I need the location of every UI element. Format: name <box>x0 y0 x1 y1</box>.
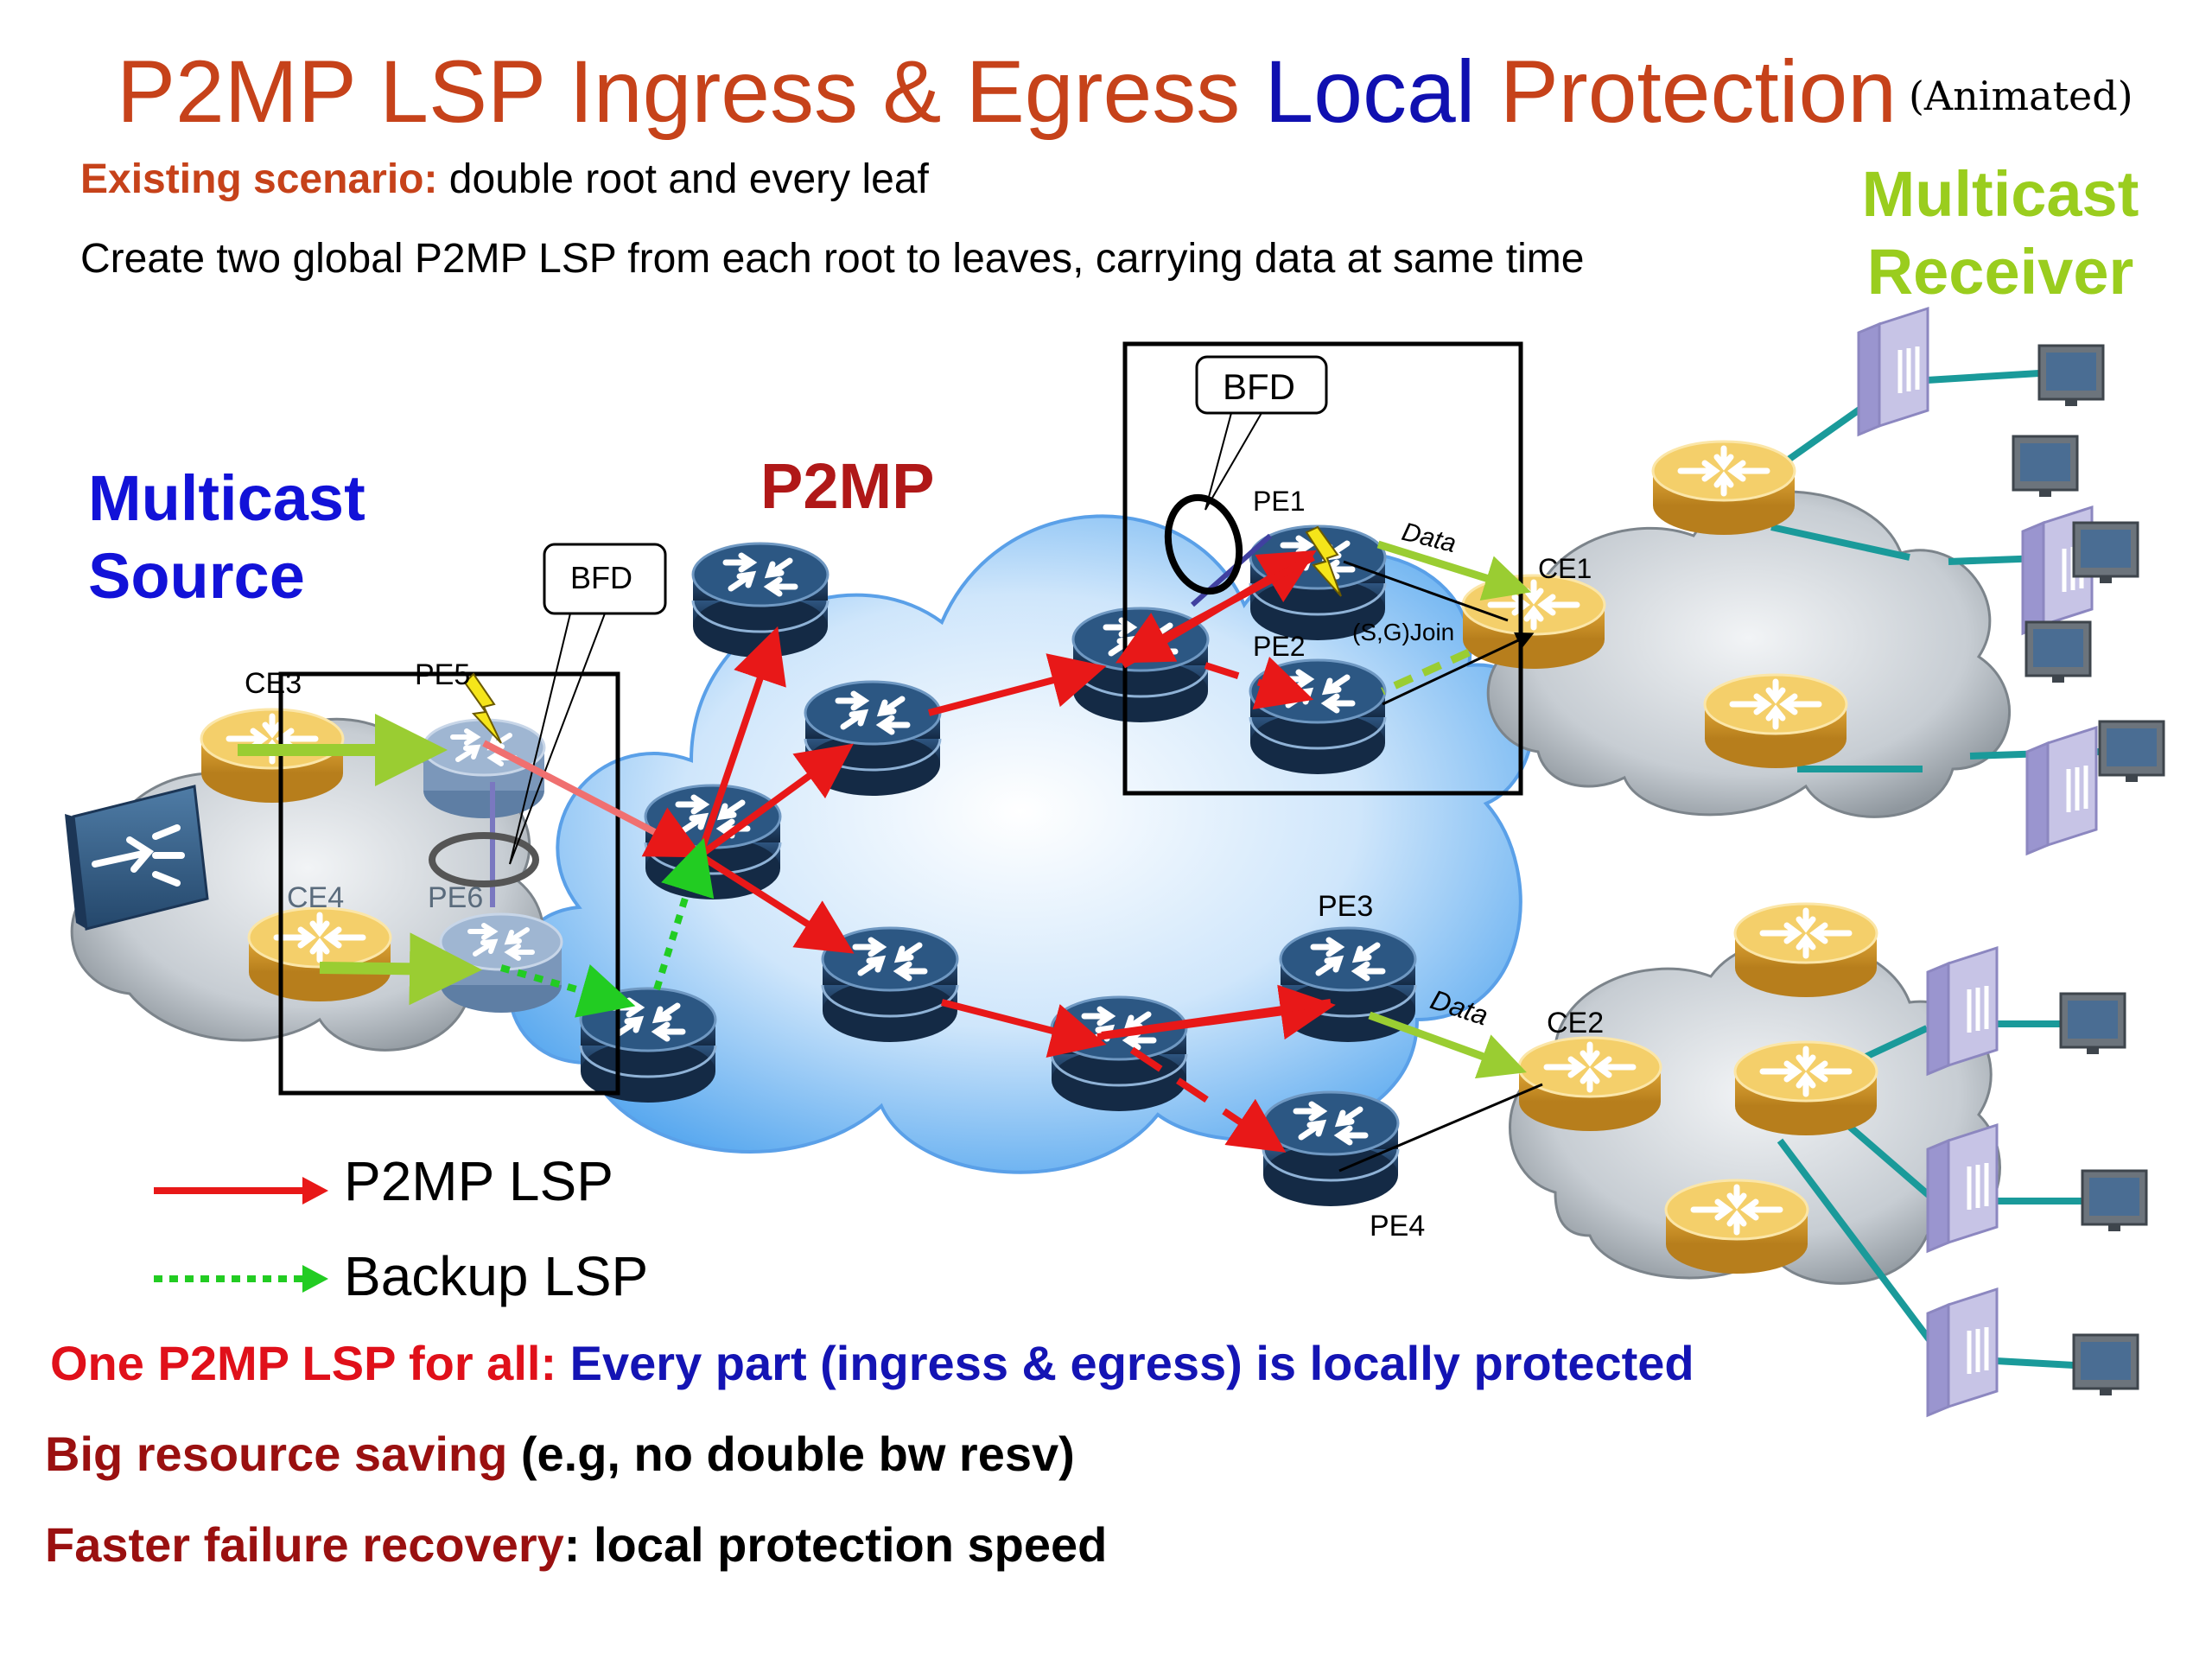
receiver-switch-6 <box>1928 1289 1997 1415</box>
bfd-label-ingress: BFD <box>570 560 632 595</box>
monitor-icon-2 <box>2012 435 2079 499</box>
monitor-icon-5 <box>2098 720 2165 784</box>
title-part-3: Protection <box>1475 42 1897 141</box>
data-link-pe1-ce1 <box>1376 540 1532 601</box>
join-label: (S,G)Join <box>1352 619 1455 645</box>
monitor-icon-7 <box>2081 1169 2148 1233</box>
p2mp-region-label: P2MP <box>760 450 935 522</box>
pe2-label: PE2 <box>1253 631 1306 662</box>
summary-point-1: Big resource saving <box>45 1427 508 1481</box>
core-router-backup <box>581 988 715 1103</box>
multicast-source-switch-icon <box>65 785 209 931</box>
pe6-label: PE6 <box>428 881 484 914</box>
pe4-router <box>1263 1092 1398 1206</box>
bfd-ring-egress <box>1164 493 1243 595</box>
failure-lightning-icon-egress <box>1305 525 1342 597</box>
scenario-label: Existing scenario: <box>80 156 438 202</box>
bfd-ring-ingress <box>429 832 539 887</box>
receiver-router-2 <box>1705 675 1847 768</box>
ingress-protection-box <box>278 671 620 1096</box>
pe2-router <box>1250 660 1385 774</box>
pe1-label: PE1 <box>1253 486 1306 517</box>
bfd-callout-egress <box>1195 355 1328 511</box>
receiver-router-4 <box>1735 1042 1877 1135</box>
ce4-router <box>249 908 391 1001</box>
pe4-label: PE4 <box>1370 1210 1426 1243</box>
title-part-local: Local <box>1264 42 1476 141</box>
failure-lightning-icon-ingress <box>463 672 502 744</box>
legend-backup-label: Backup LSP <box>344 1245 649 1307</box>
legend-swatches <box>154 1177 328 1293</box>
summary-point-2: Faster failure recovery <box>45 1517 564 1572</box>
scenario-line: Existing scenario: double root and every… <box>80 156 929 203</box>
monitor-icon-8 <box>2072 1333 2139 1397</box>
core-router-top <box>693 543 828 658</box>
legend-p2mp-label: P2MP LSP <box>344 1150 613 1212</box>
multicast-source-label: Multicast Source <box>88 462 365 612</box>
multicast-receiver-label: Multicast Receiver <box>1861 158 2139 308</box>
receiver-switch-1 <box>1859 308 1928 435</box>
core-router-mid <box>805 682 940 796</box>
summary-line-1: One P2MP LSP for all: Every part (ingres… <box>50 1335 1694 1391</box>
pe5-label: PE5 <box>415 658 471 691</box>
monitor-icon-3 <box>2072 521 2139 585</box>
ce1-router <box>1463 575 1605 669</box>
receiver-router-1 <box>1653 442 1795 535</box>
summary-point-1-detail: (e.g, no double bw resv) <box>507 1427 1075 1481</box>
summary-heading: One P2MP LSP for all: <box>50 1336 570 1390</box>
receiver-switch-5 <box>1928 1125 1997 1251</box>
receiver-router-5 <box>1666 1180 1808 1274</box>
description-line: Create two global P2MP LSP from each roo… <box>80 236 1585 282</box>
receiver-switch-3 <box>2027 728 2096 854</box>
bfd-label-egress: BFD <box>1223 366 1295 407</box>
summary-line-2: Big resource saving (e.g, no double bw r… <box>45 1426 1075 1482</box>
ce3-label: CE3 <box>245 667 302 700</box>
title-animated-note: (Animated) <box>1908 73 2133 119</box>
ce4-label: CE4 <box>287 881 345 914</box>
ce2-label: CE2 <box>1547 1007 1605 1039</box>
receiver-router-3 <box>1735 904 1877 997</box>
ce1-label: CE1 <box>1538 553 1592 584</box>
pe6-router <box>441 914 562 1013</box>
title-part-1: P2MP LSP Ingress & Egress <box>117 42 1265 141</box>
data-link-pe3-ce2 <box>1368 1011 1527 1079</box>
monitor-icon-1 <box>2037 344 2105 408</box>
monitor-icon-4 <box>2024 620 2092 684</box>
pe3-label: PE3 <box>1318 890 1374 923</box>
join-link <box>1381 648 1471 696</box>
core-router-p-bottom <box>1052 997 1186 1111</box>
monitor-icon-6 <box>2059 992 2126 1056</box>
scenario-text: double root and every leaf <box>437 156 929 202</box>
page-title: P2MP LSP Ingress & Egress Local Protecti… <box>117 41 2133 143</box>
bfd-callout-ingress <box>509 543 667 865</box>
summary-line-3: Faster failure recovery: local protectio… <box>45 1516 1107 1573</box>
summary-heading-detail: Every part (ingress & egress) is locally… <box>569 1336 1694 1390</box>
summary-point-2-detail: : local protection speed <box>563 1517 1108 1572</box>
